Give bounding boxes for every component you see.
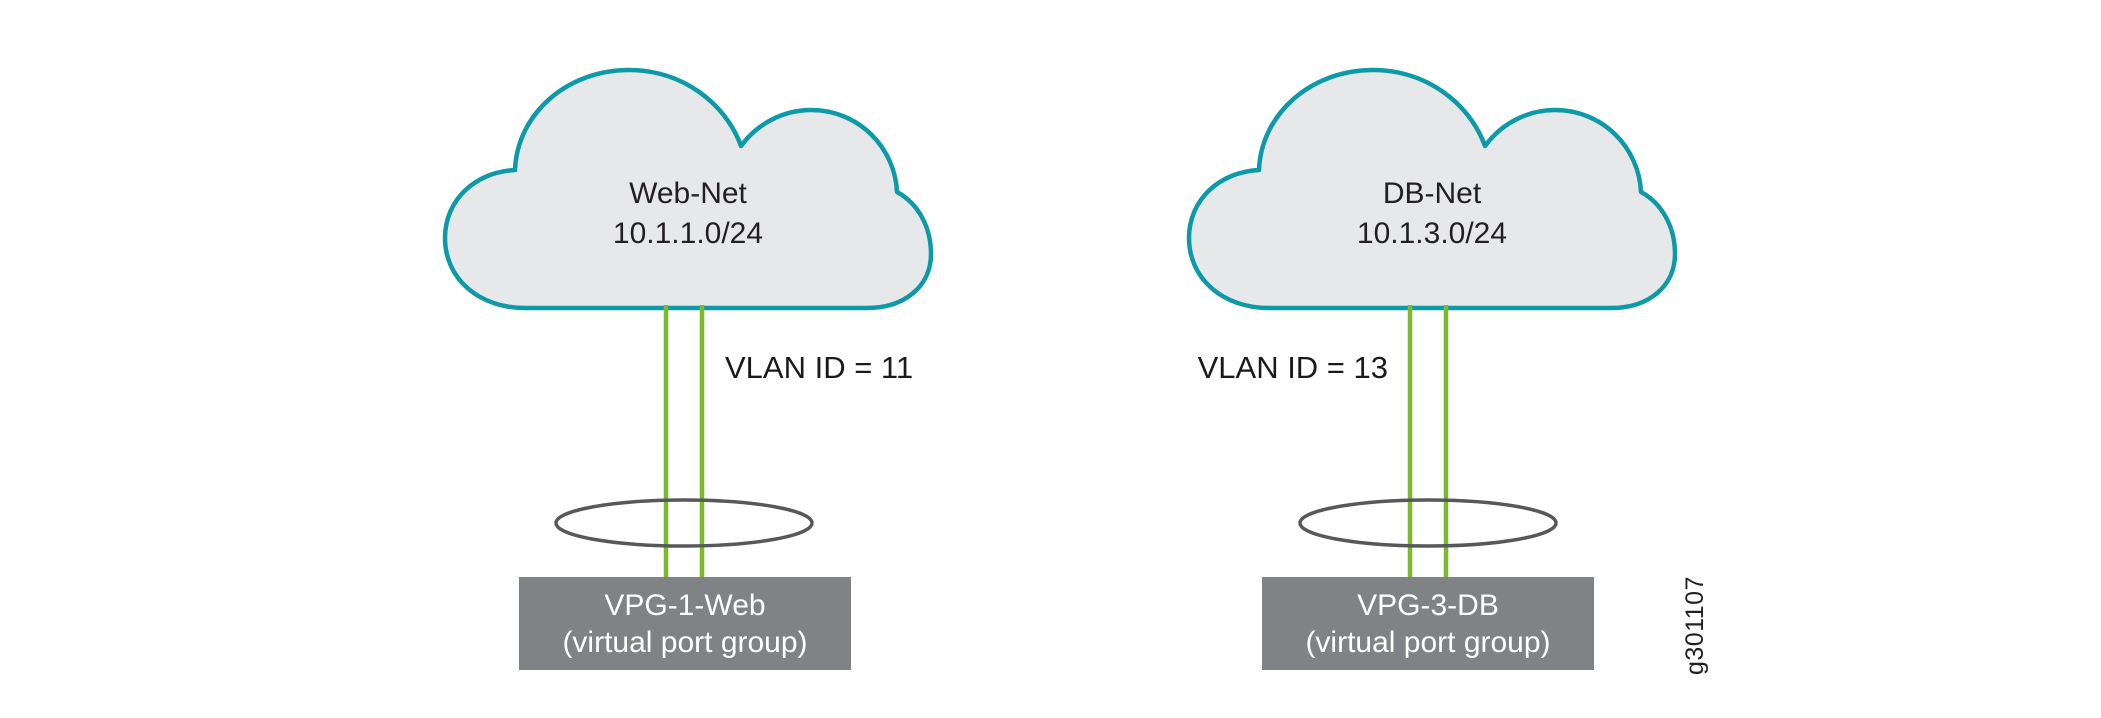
vpg-1-web-box bbox=[519, 577, 851, 670]
vpg-3-db-box bbox=[1262, 577, 1594, 670]
db-net-group: DB-Net 10.1.3.0/24 VLAN ID = 13 VPG-3-DB… bbox=[1186, 67, 1678, 670]
db-net-cloud bbox=[1186, 67, 1678, 311]
web-net-vlan-label: VLAN ID = 11 bbox=[725, 350, 913, 385]
vpg-3-db-name: VPG-3-DB bbox=[1357, 589, 1499, 622]
web-net-name: Web-Net bbox=[629, 177, 747, 210]
vpg-1-web-subtitle: (virtual port group) bbox=[562, 626, 807, 659]
web-net-interface-oval bbox=[554, 498, 814, 548]
web-net-subnet: 10.1.1.0/24 bbox=[613, 217, 763, 250]
web-net-cloud bbox=[442, 67, 934, 311]
db-net-vlan-label: VLAN ID = 13 bbox=[1198, 350, 1388, 385]
vpg-1-web-name: VPG-1-Web bbox=[604, 589, 765, 622]
db-net-name: DB-Net bbox=[1383, 177, 1482, 210]
db-net-subnet: 10.1.3.0/24 bbox=[1357, 217, 1507, 250]
vpg-3-db-subtitle: (virtual port group) bbox=[1305, 626, 1550, 659]
web-net-group: Web-Net 10.1.1.0/24 VLAN ID = 11 VPG-1-W… bbox=[442, 67, 934, 670]
db-net-interface-oval bbox=[1298, 498, 1558, 548]
figure-id-label: g301107 bbox=[1681, 576, 1709, 675]
